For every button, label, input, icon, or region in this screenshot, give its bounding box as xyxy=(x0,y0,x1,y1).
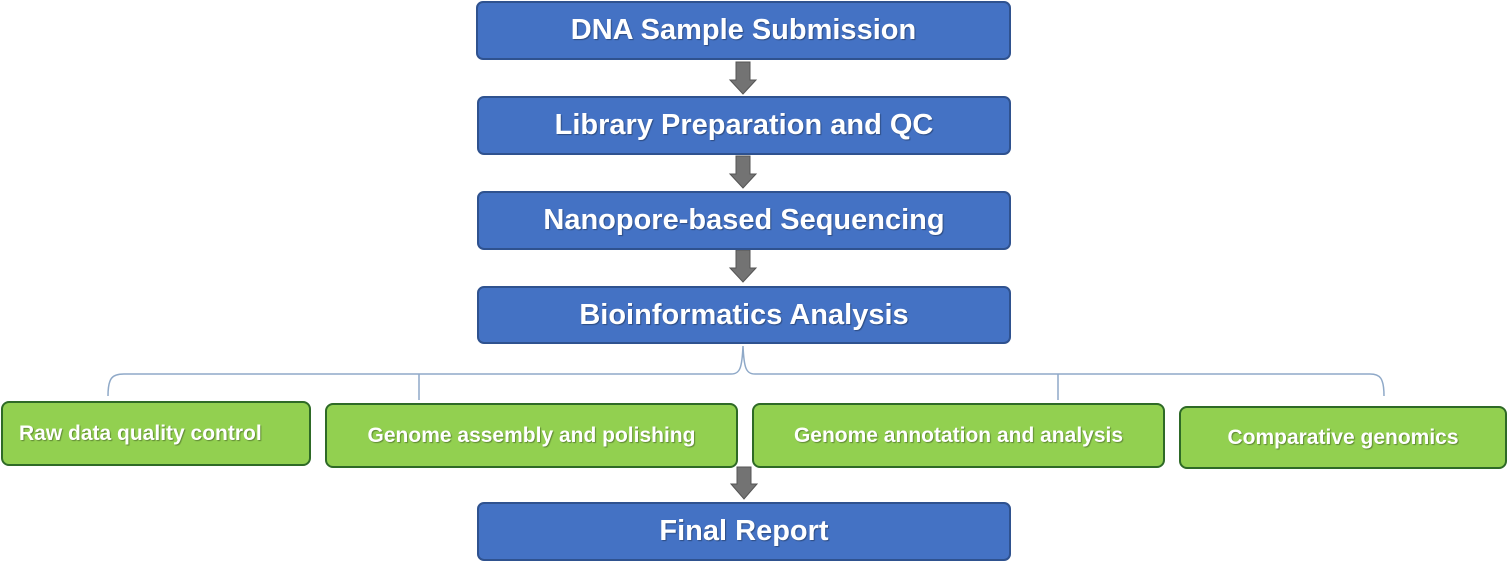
substep-label: Comparative genomics xyxy=(1227,425,1459,449)
substep-comparative-genomics: Comparative genomics xyxy=(1179,406,1507,469)
step-bioinformatics-analysis: Bioinformatics Analysis xyxy=(477,286,1011,344)
arrow-down-2 xyxy=(728,155,758,189)
substep-label: Genome assembly and polishing xyxy=(367,423,696,447)
analysis-bracket xyxy=(107,345,1385,397)
substep-genome-annotation: Genome annotation and analysis xyxy=(752,403,1165,468)
step-library-preparation-qc: Library Preparation and QC xyxy=(477,96,1011,155)
arrow-down-3 xyxy=(728,249,758,283)
substep-label: Genome annotation and analysis xyxy=(793,423,1124,447)
step-final-report: Final Report xyxy=(477,502,1011,561)
substep-raw-data-qc: Raw data quality control xyxy=(1,401,311,466)
substep-label: Raw data quality control xyxy=(19,421,262,445)
arrow-down-1 xyxy=(728,61,758,95)
step-label: Final Report xyxy=(659,515,829,547)
step-label: Library Preparation and QC xyxy=(554,109,934,141)
substep-genome-assembly: Genome assembly and polishing xyxy=(325,403,738,468)
step-nanopore-sequencing: Nanopore-based Sequencing xyxy=(477,191,1011,250)
step-label: Nanopore-based Sequencing xyxy=(543,204,945,236)
step-label: Bioinformatics Analysis xyxy=(579,298,909,331)
step-label: DNA Sample Submission xyxy=(570,14,917,46)
step-dna-sample-submission: DNA Sample Submission xyxy=(476,1,1011,60)
arrow-down-final xyxy=(729,466,759,500)
